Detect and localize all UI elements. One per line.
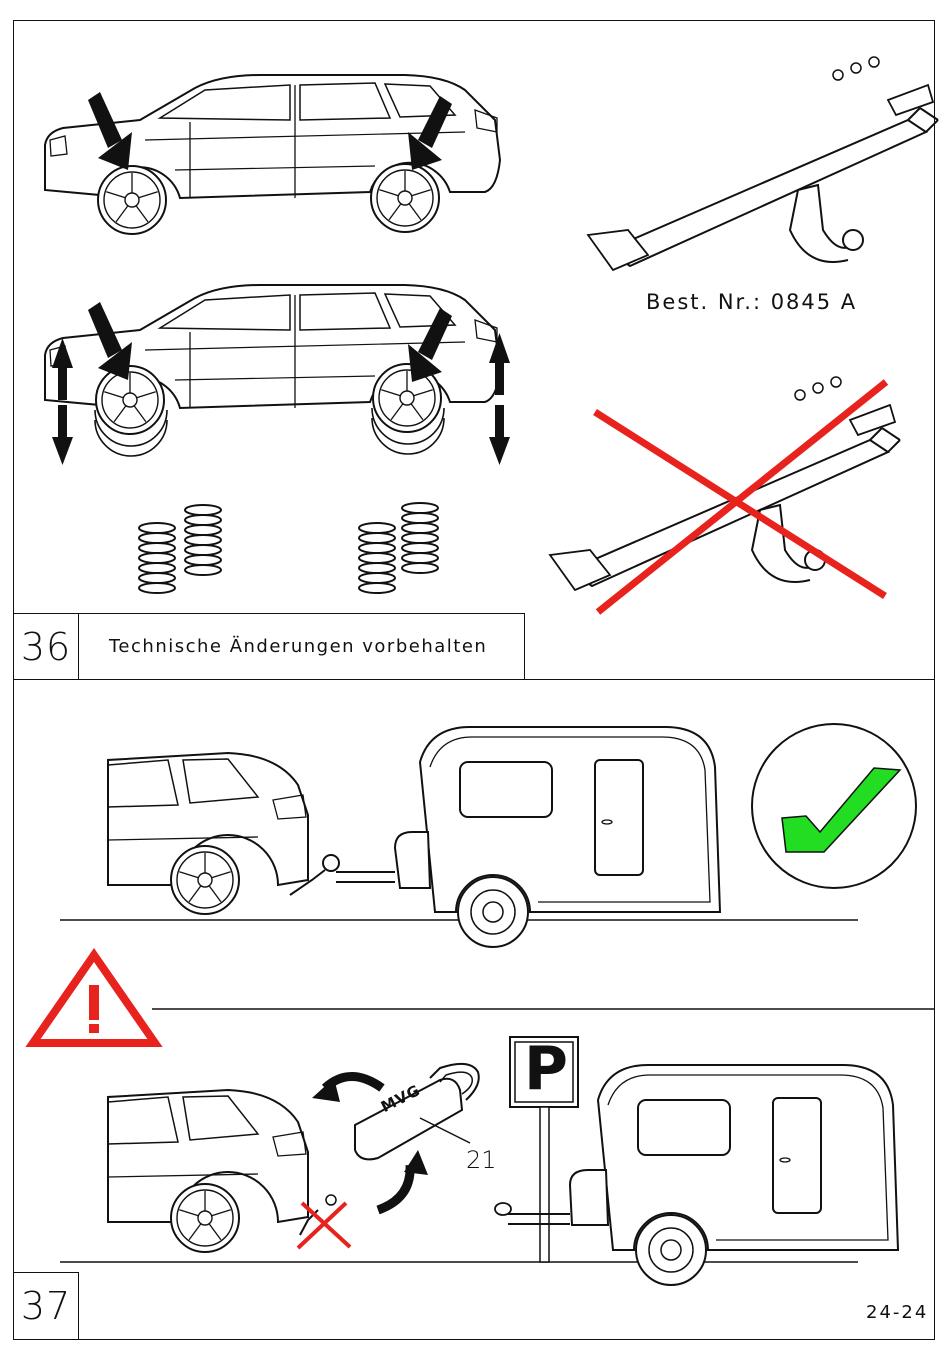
tow-bar-correct bbox=[588, 57, 938, 270]
disclaimer-note: Technische Änderungen vorbehalten bbox=[78, 613, 525, 680]
step-number: 37 bbox=[13, 1272, 79, 1340]
part-number-label: Best. Nr.: 0845 A bbox=[646, 290, 857, 314]
parking-sign-letter: P bbox=[524, 1034, 568, 1104]
page-reference: 24-24 bbox=[866, 1302, 928, 1323]
spring-icon bbox=[139, 503, 438, 593]
caravan-top bbox=[395, 727, 720, 947]
warning-triangle-icon bbox=[33, 955, 155, 1043]
callout-number: 21 bbox=[466, 1146, 497, 1174]
step-number: 36 bbox=[13, 613, 79, 680]
red-cross-icon bbox=[595, 382, 886, 612]
checkmark-icon bbox=[752, 724, 916, 888]
